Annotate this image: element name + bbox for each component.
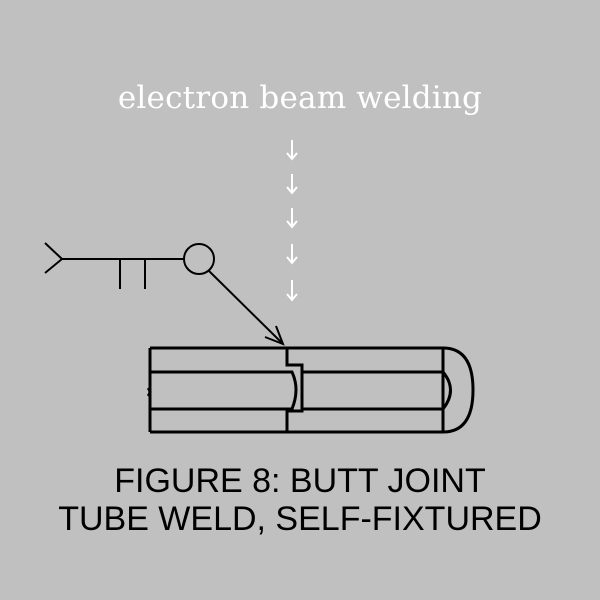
down-arrow-icon	[286, 140, 298, 161]
right-tube-outer	[287, 346, 475, 434]
right-tube-bore	[302, 370, 452, 411]
electron-beam-arrows	[286, 140, 298, 302]
down-arrow-icon	[286, 280, 298, 302]
figure-caption: FIGURE 8: BUTT JOINT TUBE WELD, SELF-FIX…	[0, 462, 600, 538]
weld-tail	[44, 242, 64, 274]
welding-symbol	[44, 242, 285, 346]
weld-all-around-circle-icon	[183, 243, 215, 275]
left-tube-end	[146, 348, 152, 432]
leader-arrowhead	[264, 325, 285, 346]
left-tube-bore	[150, 370, 298, 411]
caption-line-1: FIGURE 8: BUTT JOINT	[114, 462, 486, 500]
leader-arrow-line	[207, 269, 282, 343]
caption-line-2: TUBE WELD, SELF-FIXTURED	[58, 500, 542, 538]
beam-label: electron beam welding	[117, 80, 483, 116]
down-arrow-icon	[286, 244, 298, 265]
down-arrow-icon	[286, 208, 298, 229]
left-tube-outer	[150, 346, 304, 434]
tube-section	[146, 346, 475, 434]
down-arrow-icon	[286, 174, 298, 195]
